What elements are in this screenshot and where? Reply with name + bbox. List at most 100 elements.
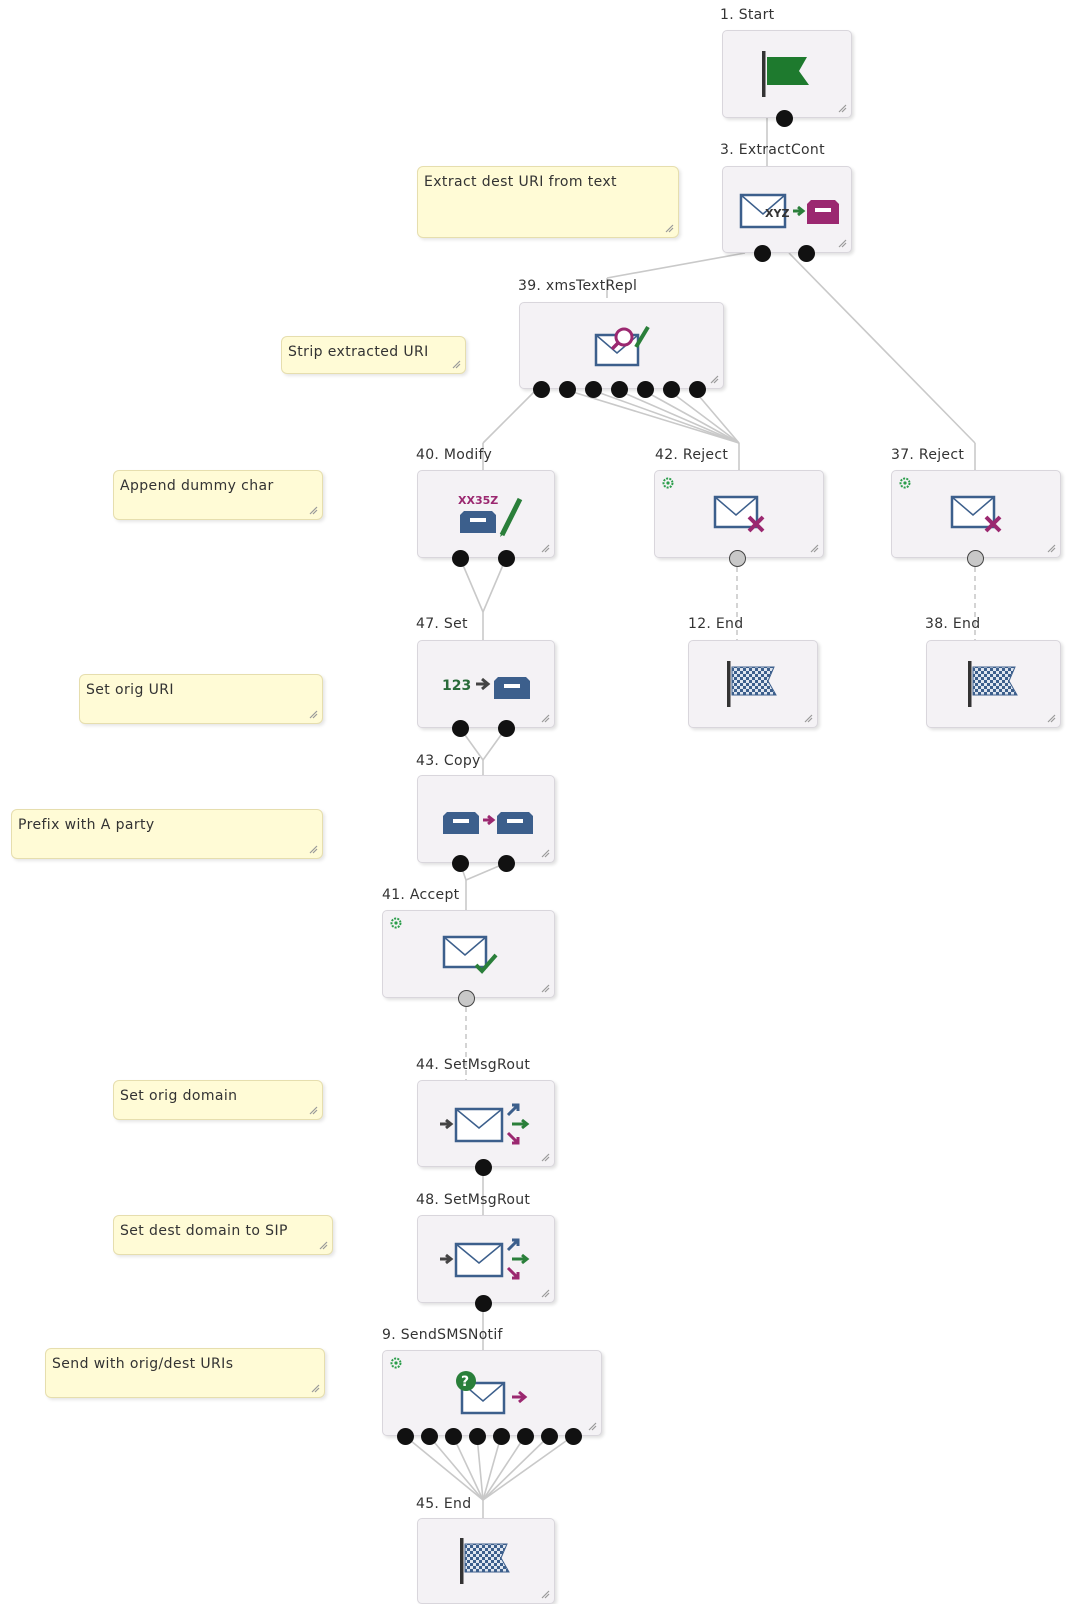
output-port[interactable] — [636, 380, 654, 398]
output-port[interactable] — [775, 109, 793, 127]
resize-handle-icon[interactable] — [308, 505, 318, 515]
comment-note[interactable]: Strip extracted URI — [281, 336, 466, 374]
node-modify[interactable]: XX35Z — [417, 470, 555, 558]
output-port[interactable] — [420, 1427, 438, 1445]
node-accept[interactable] — [382, 910, 555, 998]
output-port[interactable] — [457, 989, 475, 1007]
send-notification-icon: ? — [456, 1371, 528, 1415]
node-title-reject-42: 42. Reject — [655, 447, 729, 463]
output-port[interactable] — [966, 549, 984, 567]
node-title-setmsgrout-48: 48. SetMsgRout — [416, 1192, 531, 1208]
comment-text: Send with orig/dest URIs — [52, 1356, 234, 1372]
resize-handle-icon[interactable] — [1046, 543, 1056, 553]
resize-handle-icon[interactable] — [837, 238, 847, 248]
resize-handle-icon[interactable] — [540, 983, 550, 993]
node-end-38[interactable] — [926, 640, 1061, 728]
reject-icon — [713, 495, 765, 533]
copy-icon — [443, 812, 533, 834]
node-title-copy: 43. Copy — [416, 753, 481, 769]
output-port[interactable] — [497, 719, 515, 737]
output-port[interactable] — [688, 380, 706, 398]
output-port[interactable] — [753, 244, 771, 262]
resize-handle-icon[interactable] — [540, 848, 550, 858]
output-port[interactable] — [797, 244, 815, 262]
output-port[interactable] — [497, 549, 515, 567]
node-reject-37[interactable] — [891, 470, 1061, 558]
output-port[interactable] — [532, 380, 550, 398]
gear-icon — [390, 917, 402, 929]
output-port[interactable] — [474, 1158, 492, 1176]
node-set[interactable]: 123 — [417, 640, 555, 728]
svg-text:XX35Z: XX35Z — [458, 494, 498, 507]
resize-handle-icon[interactable] — [540, 713, 550, 723]
output-port[interactable] — [558, 380, 576, 398]
resize-handle-icon[interactable] — [540, 1288, 550, 1298]
node-setmsgrout-48[interactable] — [417, 1215, 555, 1303]
output-port[interactable] — [451, 549, 469, 567]
output-port[interactable] — [584, 380, 602, 398]
resize-handle-icon[interactable] — [308, 1105, 318, 1115]
resize-handle-icon[interactable] — [587, 1421, 597, 1431]
node-title-modify: 40. Modify — [416, 447, 493, 463]
comment-note[interactable]: Prefix with A party — [11, 809, 323, 859]
start-flag-icon — [762, 51, 809, 97]
output-port[interactable] — [396, 1427, 414, 1445]
output-port[interactable] — [474, 1294, 492, 1312]
gear-icon — [662, 477, 674, 489]
resize-handle-icon[interactable] — [837, 103, 847, 113]
node-end-45[interactable] — [417, 1518, 555, 1604]
node-title-end-12: 12. End — [688, 616, 744, 632]
resize-handle-icon[interactable] — [451, 359, 461, 369]
text-replace-icon — [594, 325, 650, 366]
output-port[interactable] — [516, 1427, 534, 1445]
node-setmsgrout-44[interactable] — [417, 1080, 555, 1167]
node-copy[interactable] — [417, 775, 555, 863]
resize-handle-icon[interactable] — [540, 543, 550, 553]
output-port[interactable] — [468, 1427, 486, 1445]
resize-handle-icon[interactable] — [308, 709, 318, 719]
end-flag-icon — [460, 1538, 510, 1584]
comment-note[interactable]: Set orig domain — [113, 1080, 323, 1120]
node-title-reject-37: 37. Reject — [891, 447, 965, 463]
comment-note[interactable]: Extract dest URI from text — [417, 166, 679, 238]
node-title-setmsgrout-44: 44. SetMsgRout — [416, 1057, 531, 1073]
output-port[interactable] — [564, 1427, 582, 1445]
output-port[interactable] — [540, 1427, 558, 1445]
node-xmstextrepl[interactable] — [519, 302, 724, 389]
resize-handle-icon[interactable] — [308, 844, 318, 854]
resize-handle-icon[interactable] — [540, 1589, 550, 1599]
output-port[interactable] — [728, 549, 746, 567]
node-reject-42[interactable] — [654, 470, 824, 558]
output-port[interactable] — [451, 854, 469, 872]
comment-note[interactable]: Set dest domain to SIP — [113, 1215, 333, 1255]
reject-icon — [950, 495, 1002, 533]
output-port[interactable] — [610, 380, 628, 398]
output-port[interactable] — [662, 380, 680, 398]
comment-text: Strip extracted URI — [288, 344, 429, 360]
node-end-12[interactable] — [688, 640, 818, 728]
resize-handle-icon[interactable] — [709, 374, 719, 384]
resize-handle-icon[interactable] — [803, 713, 813, 723]
node-extractcont[interactable]: XYZ — [722, 166, 852, 253]
node-title-extractcont: 3. ExtractCont — [720, 142, 825, 158]
comment-note[interactable]: Set orig URI — [79, 674, 323, 724]
resize-handle-icon[interactable] — [540, 1152, 550, 1162]
comment-text: Set orig URI — [86, 682, 174, 698]
comment-note[interactable]: Send with orig/dest URIs — [45, 1348, 325, 1398]
node-start[interactable] — [722, 30, 852, 118]
output-port[interactable] — [497, 854, 515, 872]
resize-handle-icon[interactable] — [664, 223, 674, 233]
comment-text: Set orig domain — [120, 1088, 238, 1104]
comment-note[interactable]: Append dummy char — [113, 470, 323, 520]
output-port[interactable] — [444, 1427, 462, 1445]
node-title-start: 1. Start — [720, 7, 775, 23]
resize-handle-icon[interactable] — [310, 1383, 320, 1393]
node-sendsmsnotif[interactable]: ? — [382, 1350, 602, 1436]
output-port[interactable] — [451, 719, 469, 737]
resize-handle-icon[interactable] — [318, 1240, 328, 1250]
resize-handle-icon[interactable] — [1046, 713, 1056, 723]
resize-handle-icon[interactable] — [809, 543, 819, 553]
output-port[interactable] — [492, 1427, 510, 1445]
comment-text: Append dummy char — [120, 478, 274, 494]
